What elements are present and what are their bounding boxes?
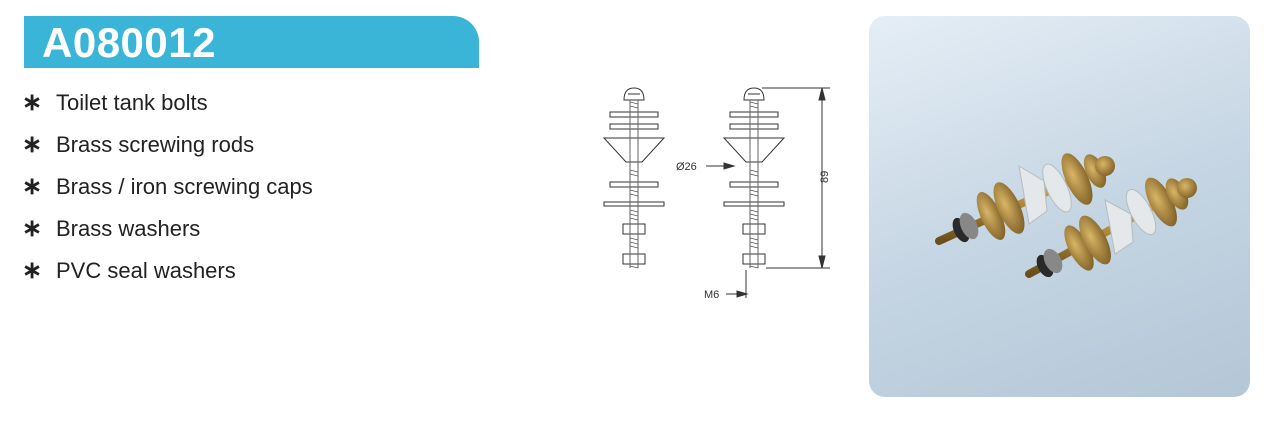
- title-banner: [24, 16, 479, 68]
- feature-item: ∗ Toilet tank bolts: [22, 82, 313, 124]
- thread-label: M6: [704, 289, 719, 301]
- feature-list: ∗ Toilet tank bolts ∗ Brass screwing rod…: [22, 82, 313, 292]
- asterisk-icon: ∗: [22, 89, 43, 116]
- bolt-upper: [935, 153, 1115, 245]
- bolt-dimensioned-view: [722, 87, 786, 269]
- asterisk-icon: ∗: [22, 131, 43, 158]
- asterisk-icon: ∗: [22, 173, 43, 200]
- bolt-lower: [1025, 177, 1197, 278]
- feature-item: ∗ Brass screwing rods: [22, 124, 313, 166]
- diameter-label: Ø26: [676, 161, 697, 173]
- asterisk-icon: ∗: [22, 257, 43, 284]
- feature-text: Brass / iron screwing caps: [56, 174, 313, 199]
- feature-item: ∗ Brass washers: [22, 208, 313, 250]
- feature-text: PVC seal washers: [56, 258, 236, 283]
- feature-text: Toilet tank bolts: [56, 90, 208, 115]
- technical-drawing: Ø26 89 M6: [602, 87, 831, 301]
- height-label: 89: [819, 171, 831, 183]
- bolt-front-view: [602, 87, 666, 269]
- bolt-set-illustration: [935, 153, 1197, 278]
- product-code: A080012: [42, 19, 216, 66]
- feature-item: ∗ Brass / iron screwing caps: [22, 166, 313, 208]
- asterisk-icon: ∗: [22, 215, 43, 242]
- feature-text: Brass washers: [56, 216, 201, 241]
- feature-text: Brass screwing rods: [56, 132, 255, 157]
- product-photo: [869, 16, 1250, 397]
- feature-item: ∗ PVC seal washers: [22, 250, 313, 292]
